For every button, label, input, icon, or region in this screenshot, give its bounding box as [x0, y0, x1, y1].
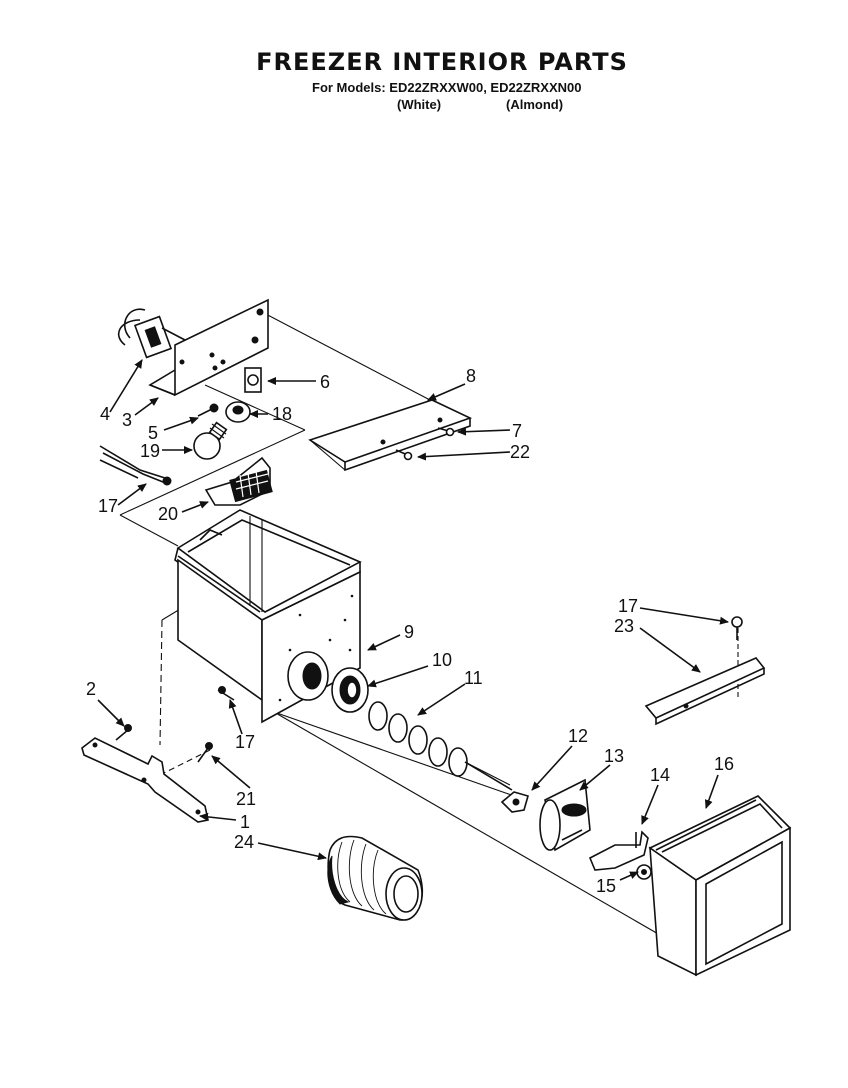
- part-17-screw-left: [217, 686, 235, 701]
- callout-17-left: 17: [235, 732, 255, 752]
- part-1-support-bracket: [81, 737, 209, 823]
- part-3-light-bracket: [148, 298, 269, 397]
- callout-25: 24: [234, 832, 254, 852]
- part-11-auger-spring: [368, 701, 513, 791]
- callout-4: 4: [100, 404, 110, 424]
- part-22-screw: [197, 742, 213, 763]
- callout-9: 9: [404, 622, 414, 642]
- callout-20: 19: [140, 441, 160, 461]
- part-21-light-shield: [204, 456, 273, 506]
- part-13-crusher-housing: [539, 778, 591, 852]
- callout-13: 13: [604, 746, 624, 766]
- callout-17-right: 17: [618, 596, 638, 616]
- callout-7: 7: [512, 421, 522, 441]
- part-8-cover-plate: [308, 399, 473, 472]
- callout-24: 23: [614, 616, 634, 636]
- part-6-socket: [244, 367, 262, 393]
- callout-5: 5: [148, 423, 158, 443]
- callout-16: 16: [714, 754, 734, 774]
- callout-6: 6: [320, 372, 330, 392]
- part-24-strip: [644, 657, 766, 726]
- variant-almond: (Almond): [506, 97, 564, 112]
- leader-lines: [97, 359, 729, 881]
- callout-19: 18: [272, 404, 292, 424]
- part-17-screw-right: [731, 616, 743, 640]
- callout-23: 22: [510, 442, 530, 462]
- callout-12: 12: [568, 726, 588, 746]
- callout-21: 20: [158, 504, 178, 524]
- callout-14: 14: [650, 765, 670, 785]
- part-2-screw: [115, 724, 132, 741]
- part-23-screw: [395, 449, 413, 461]
- part-5-screw: [197, 403, 219, 417]
- callout-1: 1: [240, 812, 250, 832]
- part-4-switch: [117, 308, 186, 359]
- part-20-bulb: [193, 421, 228, 460]
- part-18-wire-harness: [99, 445, 172, 486]
- part-12-washer: [500, 791, 529, 813]
- part-10-bushing: [331, 667, 369, 713]
- part-9-ice-bin: [174, 509, 362, 724]
- callout-11: 11: [464, 668, 483, 688]
- part-19-lamp-socket: [225, 401, 251, 423]
- callout-3: 3: [122, 410, 132, 430]
- part-14-bracket: [588, 830, 649, 871]
- callout-15: 15: [596, 876, 616, 896]
- callout-numbers: 4 3 5 6 18 19 17 20 8 7 22 9 10 11 12 13…: [86, 366, 734, 896]
- callout-2: 2: [86, 679, 96, 699]
- variant-white: (White): [397, 97, 442, 112]
- part-15-nut: [636, 864, 652, 880]
- part-7-screw: [437, 427, 455, 437]
- callout-22: 21: [236, 789, 256, 809]
- part-16-front-cover: [648, 795, 792, 977]
- callout-18: 17: [98, 496, 118, 516]
- part-25-coupling: [327, 835, 424, 921]
- page-title: FREEZER INTERIOR PARTS: [256, 48, 628, 76]
- callout-8: 8: [466, 366, 476, 386]
- models-line: For Models: ED22ZRXXW00, ED22ZRXXN00: [312, 80, 582, 95]
- callout-10: 10: [432, 650, 452, 670]
